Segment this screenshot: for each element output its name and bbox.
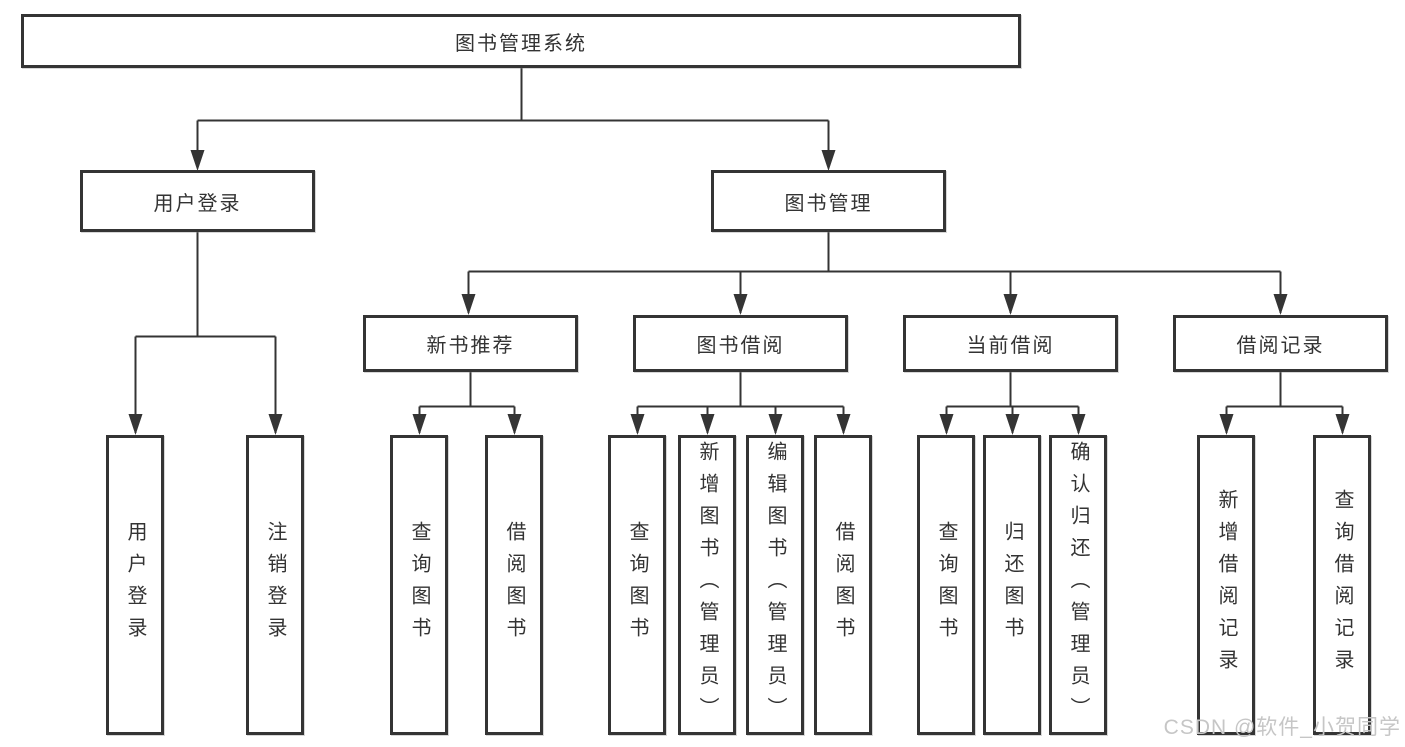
- leaf-query-books-current: 查询图书: [917, 435, 975, 735]
- node-book-management: 图书管理: [711, 170, 946, 232]
- leaf-add-books-admin-label: 新增图书（管理员）: [696, 441, 718, 729]
- leaf-return-books: 归还图书: [983, 435, 1041, 735]
- node-book-borrow: 图书借阅: [633, 315, 848, 372]
- leaf-add-borrow-record-label: 新增借阅记录: [1215, 489, 1237, 681]
- leaf-query-books-borrow: 查询图书: [608, 435, 666, 735]
- node-new-book-recommend: 新书推荐: [363, 315, 578, 372]
- leaf-borrow-books-recommend-label: 借阅图书: [503, 521, 525, 649]
- leaf-query-books-borrow-label: 查询图书: [626, 521, 648, 649]
- node-new-book-recommend-label: 新书推荐: [426, 335, 515, 357]
- leaf-user-login-label: 用户登录: [124, 521, 146, 649]
- node-book-borrow-label: 图书借阅: [696, 335, 785, 357]
- node-root-label: 图书管理系统: [455, 32, 587, 55]
- leaf-return-books-label: 归还图书: [1001, 521, 1023, 649]
- leaf-confirm-return-admin-label: 确认归还（管理员）: [1067, 441, 1089, 729]
- node-current-borrow: 当前借阅: [903, 315, 1118, 372]
- tree-edges: [134, 68, 1344, 433]
- node-user-login: 用户登录: [80, 170, 315, 232]
- leaf-borrow-books: 借阅图书: [814, 435, 872, 735]
- leaf-query-books-current-label: 查询图书: [935, 521, 957, 649]
- node-current-borrow-label: 当前借阅: [966, 335, 1055, 357]
- leaf-user-login: 用户登录: [106, 435, 164, 735]
- leaf-borrow-books-recommend: 借阅图书: [485, 435, 543, 735]
- leaf-logout-label: 注销登录: [264, 521, 286, 649]
- leaf-add-books-admin: 新增图书（管理员）: [678, 435, 736, 735]
- leaf-logout: 注销登录: [246, 435, 304, 735]
- leaf-edit-books-admin: 编辑图书（管理员）: [746, 435, 804, 735]
- arrowhead-icons: [128, 150, 1350, 435]
- leaf-edit-books-admin-label: 编辑图书（管理员）: [764, 441, 786, 729]
- leaf-query-borrow-record-label: 查询借阅记录: [1331, 489, 1353, 681]
- leaf-query-books-recommend: 查询图书: [390, 435, 448, 735]
- leaf-query-borrow-record: 查询借阅记录: [1313, 435, 1371, 735]
- node-root: 图书管理系统: [21, 14, 1021, 68]
- leaf-add-borrow-record: 新增借阅记录: [1197, 435, 1255, 735]
- node-book-management-label: 图书管理: [784, 192, 873, 215]
- node-borrow-records: 借阅记录: [1173, 315, 1388, 372]
- leaf-borrow-books-label: 借阅图书: [832, 521, 854, 649]
- node-user-login-label: 用户登录: [153, 192, 242, 215]
- leaf-confirm-return-admin: 确认归还（管理员）: [1049, 435, 1107, 735]
- leaf-query-books-recommend-label: 查询图书: [408, 521, 430, 649]
- node-borrow-records-label: 借阅记录: [1236, 335, 1325, 357]
